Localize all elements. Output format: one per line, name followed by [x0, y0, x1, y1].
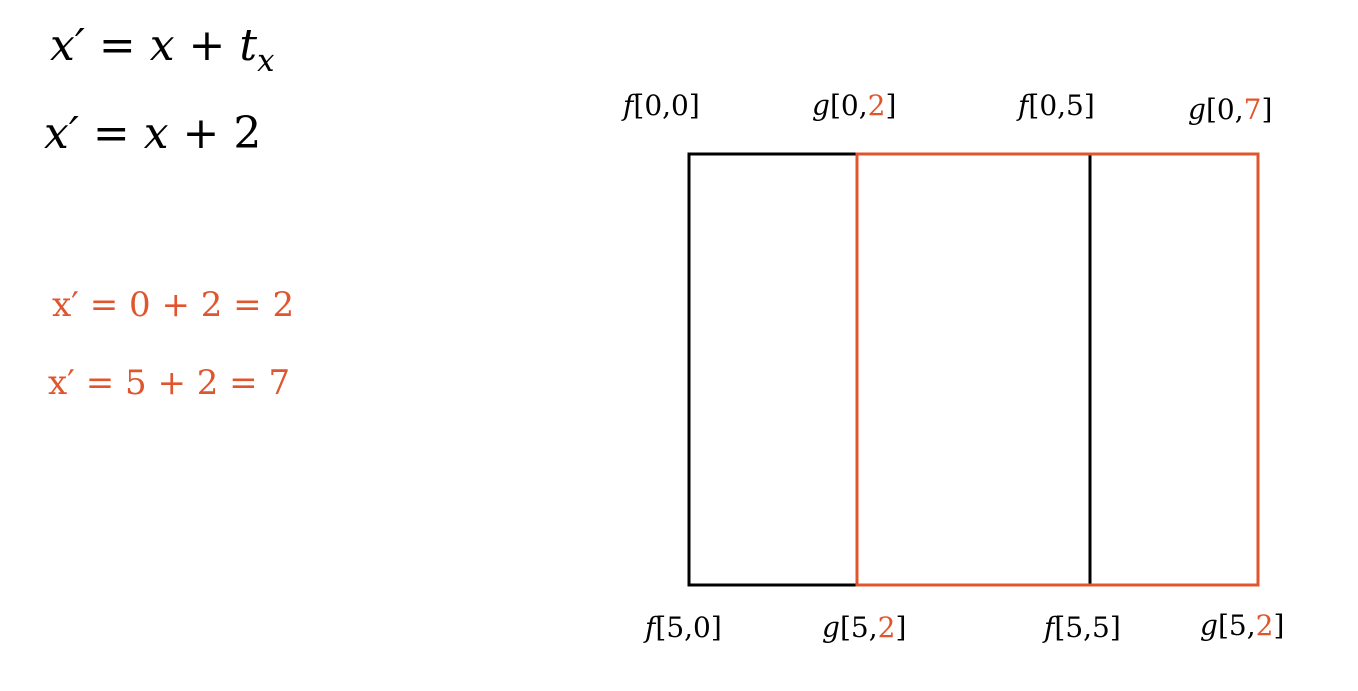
- bracket-close: ]: [895, 611, 907, 644]
- bracket-open: [: [633, 89, 645, 122]
- index-b-highlight: 2: [877, 611, 896, 644]
- t-var: t: [239, 20, 258, 71]
- bracket-close: ]: [1109, 611, 1121, 644]
- x-var: x: [143, 108, 169, 159]
- label-bottom-4: g[5,2]: [1200, 612, 1284, 640]
- label-bottom-1: f[5,0]: [645, 614, 722, 642]
- example-equation-2: x′ = 5 + 2 = 7: [48, 363, 291, 403]
- index-a: 5: [1065, 611, 1084, 644]
- x-var: x: [149, 20, 175, 71]
- bracket-open: [: [1205, 93, 1217, 126]
- bracket-close: ]: [688, 89, 700, 122]
- comma: ,: [1246, 609, 1256, 642]
- bracket-close: ]: [710, 611, 722, 644]
- comma: ,: [662, 89, 672, 122]
- function-name: g: [1200, 609, 1218, 642]
- comma: ,: [868, 611, 878, 644]
- original-image-rect: [687, 152, 1092, 587]
- example-equation-1: x′ = 0 + 2 = 2: [52, 285, 295, 325]
- bracket-close: ]: [885, 89, 897, 122]
- comma: ,: [858, 89, 868, 122]
- plus-sign: +: [188, 20, 226, 71]
- index-b-highlight: 2: [1255, 609, 1274, 642]
- bracket-open: [: [1054, 611, 1066, 644]
- bracket-open: [: [829, 89, 841, 122]
- function-name: g: [1188, 93, 1206, 126]
- function-name: f: [1018, 89, 1029, 122]
- index-a: 0: [1039, 89, 1058, 122]
- bracket-open: [: [839, 611, 851, 644]
- label-bottom-3: f[5,5]: [1044, 614, 1121, 642]
- t-subscript: x: [257, 42, 275, 79]
- index-b: 0: [693, 611, 711, 644]
- index-b: 5: [1092, 611, 1110, 644]
- comma: ,: [684, 611, 694, 644]
- function-name: f: [645, 611, 656, 644]
- index-b-highlight: 7: [1243, 93, 1262, 126]
- label-top-2: g[0,2]: [812, 92, 896, 120]
- index-a: 0: [1216, 93, 1235, 126]
- plus-sign: +: [182, 108, 220, 159]
- index-a: 5: [850, 611, 869, 644]
- function-name: g: [822, 611, 840, 644]
- label-top-4: g[0,7]: [1188, 96, 1272, 124]
- translation-equation-specific: x′ = x + 2: [44, 112, 261, 156]
- translated-image-rect: [855, 152, 1260, 587]
- translation-value: 2: [233, 108, 262, 159]
- index-a: 0: [840, 89, 859, 122]
- x-prime: x′: [50, 20, 85, 71]
- equals-sign: =: [92, 108, 130, 159]
- bracket-close: ]: [1261, 93, 1273, 126]
- function-name: f: [623, 89, 634, 122]
- index-a: 5: [666, 611, 685, 644]
- function-name: f: [1044, 611, 1055, 644]
- function-name: g: [812, 89, 830, 122]
- index-b: 0: [671, 89, 689, 122]
- index-b-highlight: 2: [867, 89, 886, 122]
- index-a: 5: [1228, 609, 1247, 642]
- label-top-3: f[0,5]: [1018, 92, 1095, 120]
- equals-sign: =: [98, 20, 136, 71]
- bracket-open: [: [655, 611, 667, 644]
- bracket-open: [: [1217, 609, 1229, 642]
- x-prime: x′: [44, 108, 79, 159]
- translation-equation-general: x′ = x + tx: [50, 24, 274, 77]
- bracket-open: [: [1028, 89, 1040, 122]
- index-b: 5: [1066, 89, 1084, 122]
- label-bottom-2: g[5,2]: [822, 614, 906, 642]
- comma: ,: [1057, 89, 1067, 122]
- index-a: 0: [644, 89, 663, 122]
- bracket-close: ]: [1273, 609, 1285, 642]
- label-top-1: f[0,0]: [623, 92, 700, 120]
- bracket-close: ]: [1083, 89, 1095, 122]
- comma: ,: [1083, 611, 1093, 644]
- comma: ,: [1234, 93, 1244, 126]
